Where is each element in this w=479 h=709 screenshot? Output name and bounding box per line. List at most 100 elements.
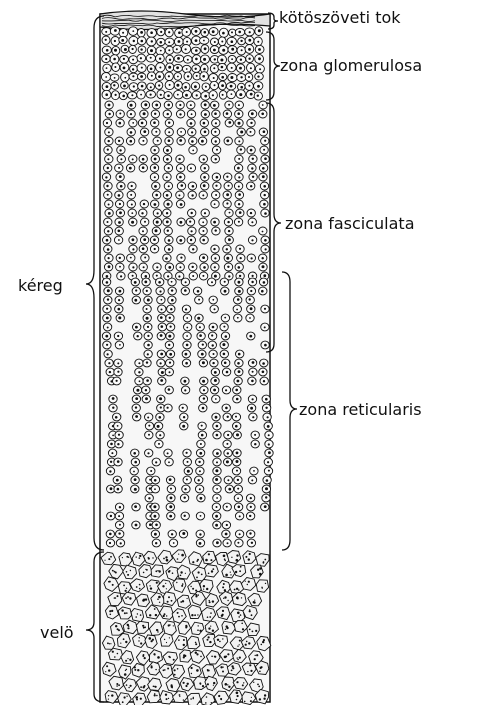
- medulla-granule: [128, 625, 130, 627]
- cell-nucleus: [176, 66, 179, 69]
- medulla-granule: [236, 692, 239, 695]
- cell-nucleus: [237, 479, 239, 481]
- cell-nucleus: [237, 298, 240, 301]
- medulla-granule: [213, 682, 215, 684]
- cell-nucleus: [202, 75, 205, 78]
- cell-nucleus: [169, 353, 172, 356]
- medulla-granule: [176, 582, 177, 583]
- cell-nucleus: [130, 194, 132, 196]
- cell-nucleus: [119, 149, 121, 151]
- medulla-granule: [239, 644, 240, 645]
- medulla-granule: [143, 654, 145, 656]
- cell-nucleus: [160, 316, 163, 319]
- medulla-granule: [167, 668, 169, 670]
- cell-nucleus: [212, 362, 214, 364]
- cell-nucleus: [168, 139, 171, 142]
- cell-nucleus: [223, 326, 225, 328]
- cell-nucleus: [140, 48, 142, 50]
- cell-nucleus: [169, 84, 171, 86]
- cell-nucleus: [106, 122, 108, 124]
- cell-nucleus: [168, 131, 170, 133]
- cell-nucleus: [263, 130, 266, 133]
- cell-nucleus: [252, 176, 254, 178]
- cell-nucleus: [118, 140, 120, 142]
- medulla-granule: [196, 644, 197, 645]
- medulla-granule: [251, 697, 252, 698]
- cell-nucleus: [216, 425, 219, 428]
- cell-nucleus: [178, 31, 181, 34]
- medulla-granule: [117, 595, 119, 597]
- cell-nucleus: [154, 488, 156, 490]
- cell-nucleus: [250, 290, 252, 292]
- cell-nucleus: [168, 266, 171, 269]
- cell-nucleus: [148, 434, 150, 436]
- medulla-granule: [248, 558, 250, 560]
- cell-nucleus: [248, 48, 251, 51]
- medulla-granule: [125, 597, 127, 599]
- cell-nucleus: [199, 542, 202, 545]
- cell-nucleus: [251, 239, 253, 241]
- cell-nucleus: [226, 112, 229, 115]
- cell-nucleus: [186, 317, 188, 319]
- medulla-granule: [257, 569, 259, 571]
- medulla-granule: [224, 596, 226, 598]
- medulla-granule: [137, 613, 138, 614]
- cell-nucleus: [252, 275, 254, 277]
- medulla-granule: [195, 590, 197, 592]
- brace-reticularis: [282, 272, 297, 550]
- cell-nucleus: [248, 58, 250, 60]
- cell-nucleus: [240, 86, 243, 89]
- cell-nucleus: [168, 49, 170, 51]
- cell-nucleus: [113, 84, 115, 86]
- cell-nucleus: [213, 67, 215, 69]
- cell-nucleus: [225, 533, 228, 536]
- cell-nucleus: [196, 94, 198, 96]
- cell-nucleus: [106, 85, 109, 88]
- medulla-granule: [248, 642, 250, 644]
- cell-nucleus: [250, 212, 252, 214]
- cell-nucleus: [264, 157, 267, 160]
- medulla-cell: [187, 693, 200, 705]
- cell-nucleus: [253, 470, 255, 472]
- medulla-granule: [183, 654, 185, 656]
- cell-nucleus: [250, 131, 252, 133]
- cell-nucleus: [222, 32, 225, 35]
- cell-nucleus: [212, 326, 215, 329]
- medulla-granule: [187, 683, 189, 685]
- cell-nucleus: [213, 248, 215, 250]
- cell-nucleus: [134, 488, 137, 491]
- medulla-granule: [110, 556, 112, 558]
- cell-nucleus: [150, 68, 153, 71]
- medulla-granule: [219, 641, 221, 643]
- medulla-granule: [135, 616, 137, 618]
- cell-nucleus: [108, 265, 111, 268]
- cell-nucleus: [157, 212, 159, 214]
- medulla-granule: [231, 557, 232, 558]
- medulla-granule: [129, 597, 131, 599]
- medulla-granule: [124, 673, 127, 676]
- cell-nucleus: [177, 76, 179, 78]
- cell-nucleus: [186, 335, 188, 337]
- cell-nucleus: [227, 434, 229, 436]
- medulla-granule: [222, 671, 224, 673]
- medulla-granule: [109, 643, 110, 644]
- cell-nucleus: [179, 266, 181, 268]
- cell-nucleus: [228, 104, 230, 106]
- cell-nucleus: [150, 94, 152, 96]
- medulla-granule: [126, 612, 128, 614]
- medulla-granule: [199, 682, 201, 684]
- cell-nucleus: [167, 275, 169, 277]
- cell-nucleus: [226, 506, 228, 508]
- medulla-granule: [210, 612, 212, 614]
- cell-nucleus: [186, 31, 188, 33]
- cell-nucleus: [107, 289, 110, 292]
- medulla-granule: [108, 669, 110, 671]
- cell-nucleus: [216, 497, 218, 499]
- cell-nucleus: [110, 461, 112, 463]
- medulla-granule: [236, 681, 238, 683]
- cell-nucleus: [215, 478, 218, 481]
- cell-nucleus: [235, 416, 237, 418]
- cell-nucleus: [140, 31, 143, 34]
- cell-nucleus: [261, 290, 264, 293]
- medulla-granule: [127, 574, 129, 576]
